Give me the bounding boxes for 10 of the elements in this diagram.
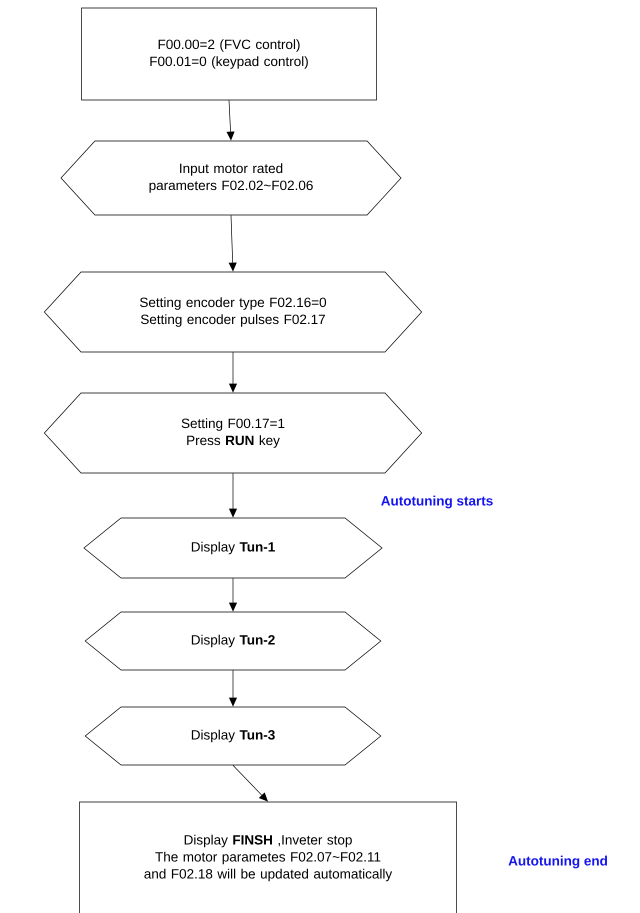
process-hexagon: Setting encoder type F02.16=0 Setting encoder pulses F02.17 [44,272,422,352]
stage-label: Autotuning starts [381,496,493,508]
process-box: F00.00=2 (FVC control) F00.01=0 (keypad control) [81,8,377,100]
process-hexagon: Setting F00.17=1 Press RUN key [44,392,422,474]
process-hexagon: Display Tun-2 [84,612,382,670]
process-hexagon: Input motor rated parameters F02.02~F02.06 [60,140,402,216]
process-hexagon: Display Tun-1 [83,518,383,578]
stage-label: Autotuning end [508,856,607,868]
process-hexagon: Display Tun-3 [84,706,382,766]
process-box: Display FINSH ,Inveter stop The motor parametes F02.07~F02.11 and F02.18 will be updated automatically [79,802,457,913]
